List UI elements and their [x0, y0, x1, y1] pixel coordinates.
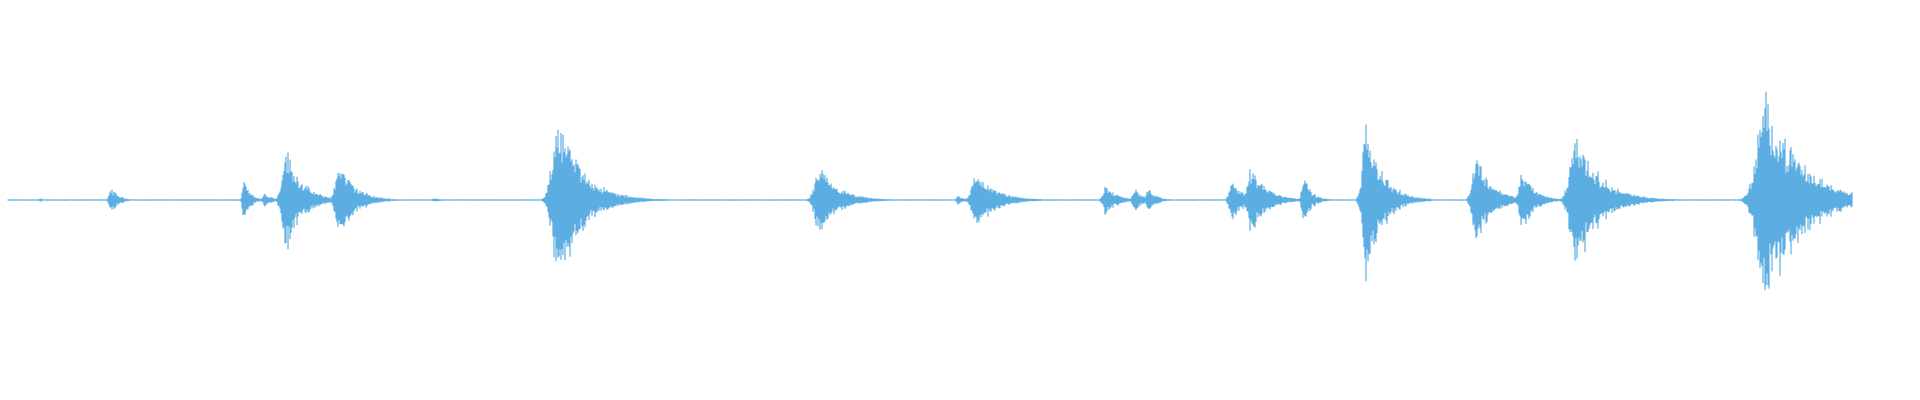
waveform-bars: [7, 91, 1853, 291]
